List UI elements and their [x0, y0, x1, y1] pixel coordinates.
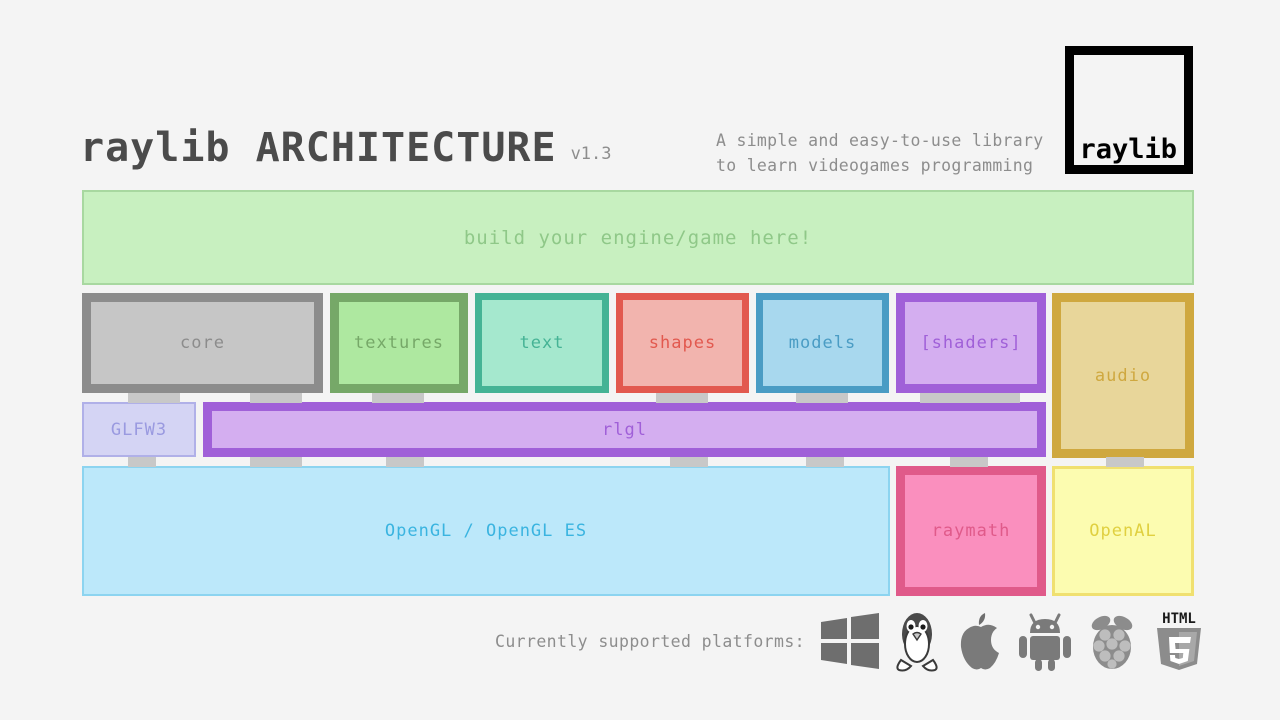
title-block: raylib ARCHITECTURE v1.3: [80, 128, 612, 168]
raylib-logo-text: raylib: [1079, 134, 1177, 165]
connector-tab: [806, 457, 844, 467]
android-icon: [1017, 611, 1073, 671]
box-label: shapes: [648, 333, 717, 353]
tagline: A simple and easy-to-use library to lear…: [716, 128, 1061, 178]
connector-tab: [1106, 457, 1144, 467]
module-core-box: core: [82, 293, 323, 393]
layer-raymath-box: raymath: [896, 466, 1046, 596]
box-label: textures: [354, 333, 444, 353]
tagline-line-2: to learn videogames programming: [716, 156, 1034, 175]
windows-icon: [821, 613, 880, 669]
box-label: OpenGL / OpenGL ES: [384, 521, 588, 541]
box-label: models: [788, 333, 857, 353]
module-shaders-box: [shaders]: [896, 293, 1046, 393]
connector-tab: [250, 457, 302, 467]
html5-icon: HTML: [1151, 610, 1207, 672]
connector-tab: [250, 393, 302, 403]
svg-text:HTML: HTML: [1162, 611, 1196, 627]
connector-tab: [656, 393, 708, 403]
connector-tab: [128, 393, 180, 403]
box-label: OpenAL: [1089, 521, 1157, 541]
module-text-box: text: [475, 293, 609, 393]
connector-tab: [796, 393, 848, 403]
raspberry-pi-icon: [1083, 611, 1141, 671]
layer-glfw3-box: GLFW3: [82, 402, 196, 457]
connector-tab: [670, 457, 708, 467]
module-models-box: models: [756, 293, 889, 393]
apple-icon: [955, 611, 1007, 671]
box-label: text: [519, 333, 565, 353]
connector-tab: [128, 457, 156, 467]
version-label: v1.3: [570, 144, 612, 164]
user-layer-box: build your engine/game here!: [82, 190, 1194, 285]
box-label: rlgl: [602, 419, 647, 440]
layer-rlgl-box: rlgl: [203, 402, 1046, 457]
supported-platforms: Currently supported platforms:: [495, 606, 1205, 676]
layer-openal-box: OpenAL: [1052, 466, 1194, 596]
user-layer-label: build your engine/game here!: [463, 226, 813, 249]
box-label: GLFW3: [110, 419, 168, 440]
connector-tab: [386, 457, 424, 467]
layer-opengl-opengl-es-box: OpenGL / OpenGL ES: [82, 466, 890, 596]
box-label: [shaders]: [920, 333, 1022, 353]
box-label: raymath: [931, 521, 1011, 541]
box-label: core: [180, 333, 225, 353]
box-label: audio: [1094, 365, 1152, 386]
module-textures-box: textures: [330, 293, 468, 393]
tagline-line-1: A simple and easy-to-use library: [716, 131, 1044, 150]
page-title: raylib ARCHITECTURE: [80, 125, 557, 171]
connector-tab: [372, 393, 424, 403]
module-shapes-box: shapes: [616, 293, 749, 393]
module-audio-box: audio: [1052, 293, 1194, 458]
raylib-logo: raylib: [1065, 46, 1193, 174]
connector-tab: [920, 393, 1020, 403]
connector-tab: [950, 457, 988, 467]
platforms-label: Currently supported platforms:: [495, 631, 806, 651]
linux-icon: [889, 610, 945, 672]
